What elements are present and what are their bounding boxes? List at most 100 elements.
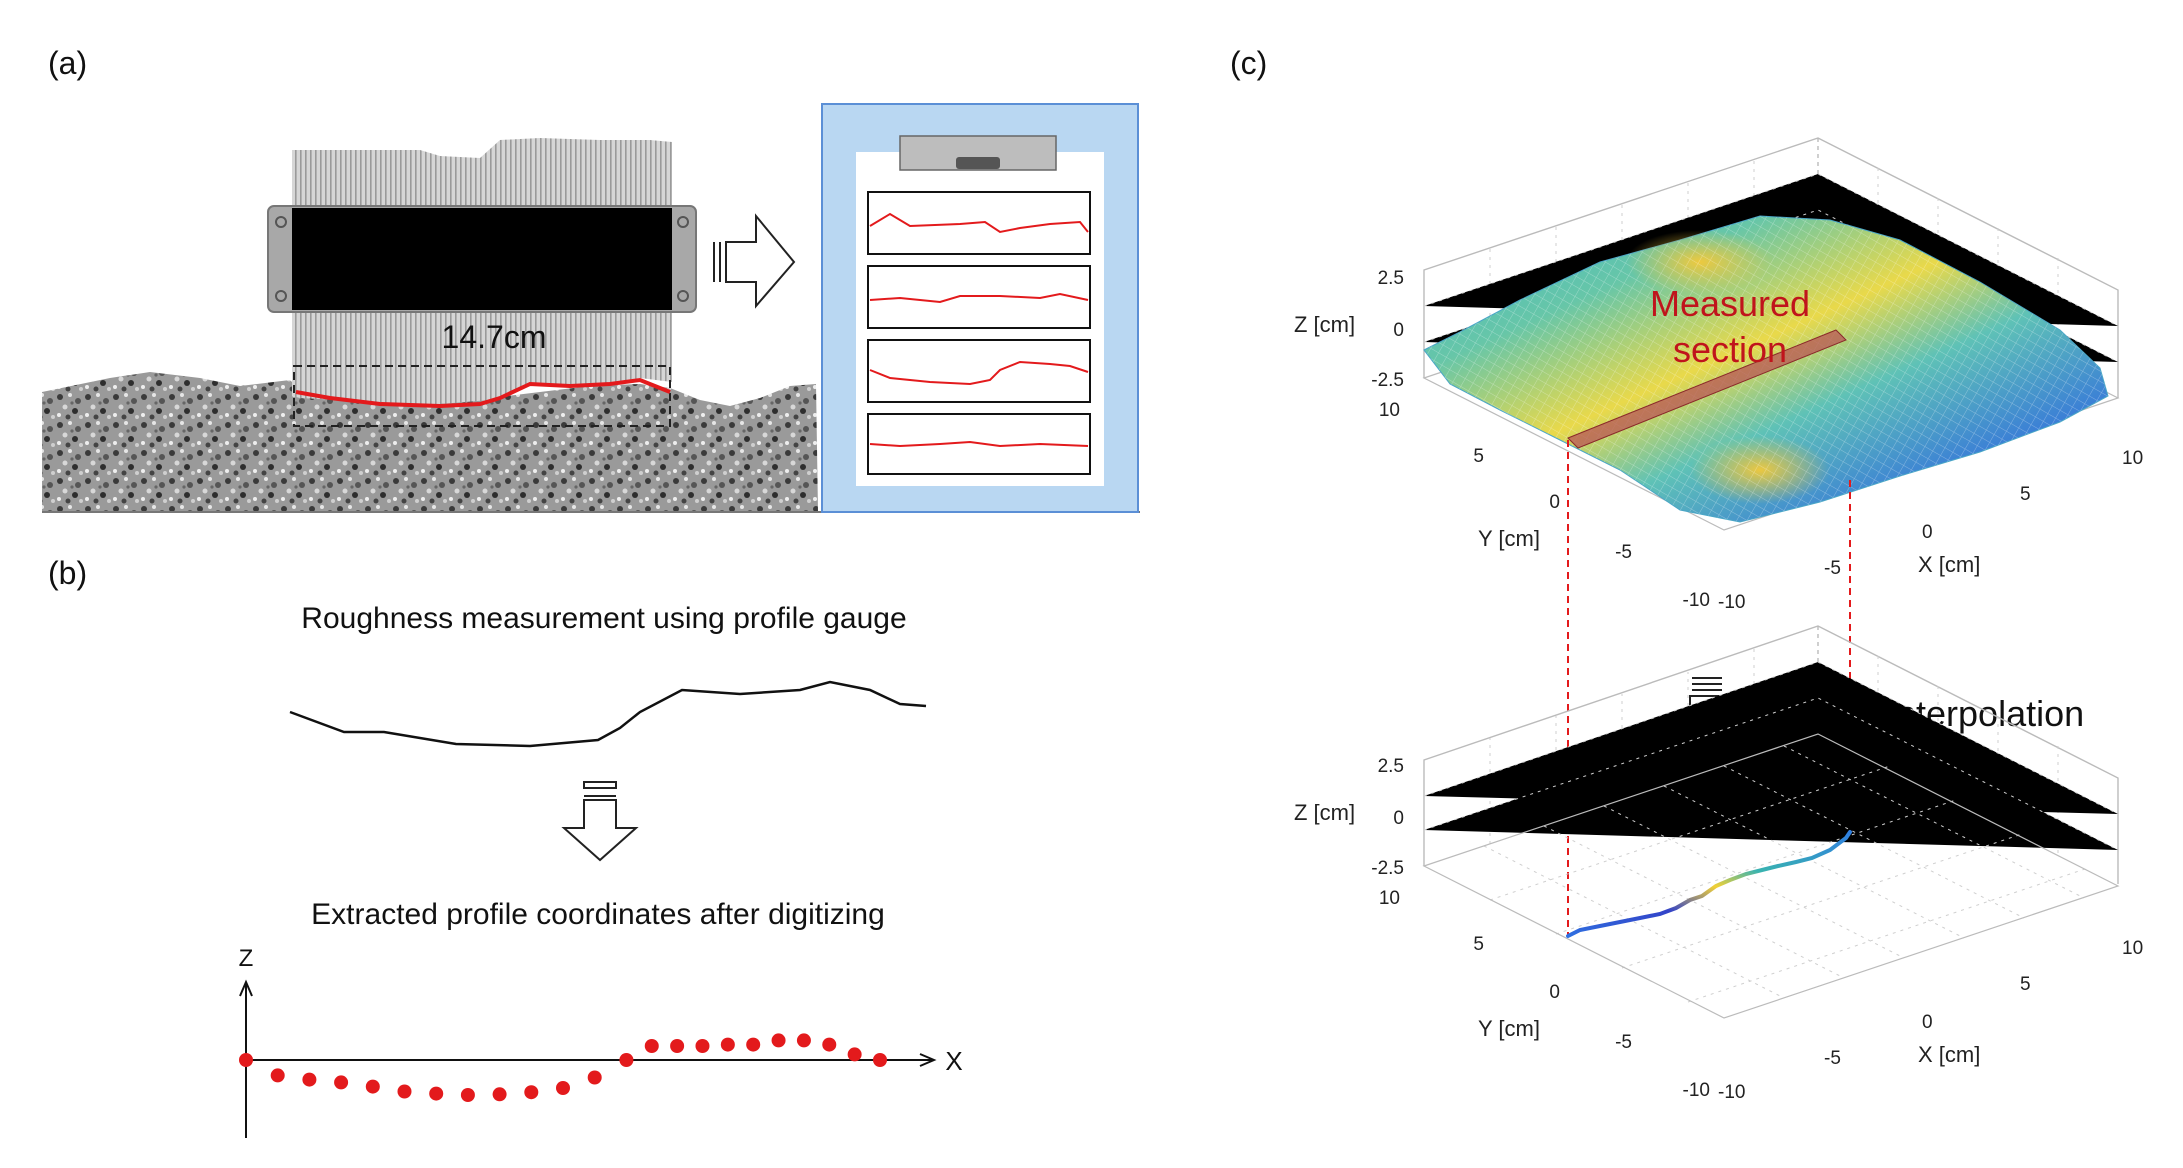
annotation-measured: Measured [1650, 283, 1810, 324]
lower-x-ticks: -10 -5 0 5 10 [1718, 938, 2143, 1103]
digitized-point [746, 1037, 761, 1052]
gauge-profile-line [289, 680, 927, 748]
digitized-point [397, 1084, 412, 1099]
panel-a: (a) 14.7cm [42, 45, 1140, 513]
lower-y-ticks: 10 5 0 -5 -10 [1379, 888, 1710, 1101]
y-tick-label: 0 [1549, 982, 1560, 1003]
digitized-point [239, 1053, 253, 1067]
profile-line-2 [869, 292, 1089, 304]
digitized-point [771, 1033, 786, 1048]
upper-z-axis-label: Z [cm] [1294, 312, 1355, 337]
digitized-point [365, 1079, 380, 1094]
upper-z-ticks: 2.5 0 -2.5 [1371, 268, 1404, 391]
digitized-point [619, 1053, 634, 1067]
z-tick-label: 2.5 [1378, 756, 1404, 777]
z-tick-label: -2.5 [1371, 370, 1404, 391]
y-tick-label: -5 [1615, 542, 1632, 563]
digitized-point [492, 1087, 507, 1102]
digitized-point [644, 1039, 659, 1053]
lower-z-axis-label: Z [cm] [1294, 800, 1355, 825]
z-tick-label: 2.5 [1378, 268, 1404, 289]
profile-card-3 [867, 339, 1091, 403]
y-tick-label: -10 [1683, 1080, 1710, 1101]
x-tick-label: 5 [2020, 974, 2031, 995]
upper-x-axis-label: X [cm] [1918, 552, 1980, 577]
screw-icon [677, 216, 689, 228]
recorded-profiles [867, 191, 1091, 475]
rock-surface [42, 372, 818, 512]
panel-a-label: (a) [48, 45, 87, 81]
profile-line-3 [869, 360, 1089, 386]
caption-profile-gauge: Roughness measurement using profile gaug… [301, 602, 906, 635]
y-tick-label: -10 [1683, 590, 1710, 611]
digitized-point [873, 1053, 887, 1067]
profile-line-1 [869, 212, 1089, 234]
digitized-point [587, 1070, 602, 1085]
measured-section-strip [1567, 329, 1847, 449]
x-tick-label: 10 [2122, 448, 2143, 469]
gauge-width-label: 14.7cm [442, 319, 547, 355]
clipboard-clip-button [956, 157, 1000, 169]
digitized-point [822, 1037, 837, 1052]
profile-trace [295, 377, 671, 409]
lower-z-ticks: 2.5 0 -2.5 [1371, 756, 1404, 879]
upper-x-ticks: -10 -5 0 5 10 [1718, 448, 2143, 613]
arrow-tail-lines [713, 242, 721, 282]
panel-c: (c) Measured section 2.5 [1230, 45, 2143, 1103]
measured-region-box [293, 365, 671, 427]
gauge-body [292, 208, 672, 310]
x-tick-label: 5 [2020, 484, 2031, 505]
z-axis-label: Z [239, 945, 254, 972]
lower-grid [1423, 648, 2119, 1003]
y-tick-label: 0 [1549, 492, 1560, 513]
x-tick-label: 0 [1922, 1012, 1933, 1033]
lower-y-axis-label: Y [cm] [1478, 1016, 1540, 1041]
upper-y-axis-label: Y [cm] [1478, 526, 1540, 551]
x-tick-label: 0 [1922, 522, 1933, 543]
digitized-point [334, 1075, 349, 1090]
x-tick-label: -10 [1718, 592, 1745, 613]
lower-x-axis-label: X [cm] [1918, 1042, 1980, 1067]
y-tick-label: 10 [1379, 888, 1400, 909]
digitized-points [239, 1033, 887, 1102]
caption-digitized: Extracted profile coordinates after digi… [311, 898, 885, 931]
screw-icon [275, 216, 287, 228]
arrow-down-icon [561, 781, 639, 862]
lower-plot: 2.5 0 -2.5 Z [cm] 10 5 0 -5 -10 Y [cm] -… [1294, 625, 2143, 1103]
y-tick-label: 5 [1473, 446, 1484, 467]
digitized-point [270, 1068, 285, 1083]
upper-y-ticks: 10 5 0 -5 -10 [1379, 400, 1710, 611]
arrow-right-icon [725, 213, 796, 309]
screw-icon [677, 290, 689, 302]
y-tick-label: 10 [1379, 400, 1400, 421]
digitized-point [847, 1047, 862, 1062]
x-tick-label: 10 [2122, 938, 2143, 959]
x-tick-label: -5 [1824, 558, 1841, 579]
y-tick-label: -5 [1615, 1032, 1632, 1053]
digitized-point [429, 1086, 444, 1101]
digitized-point [720, 1037, 735, 1052]
digitized-point [302, 1072, 317, 1087]
z-tick-label: 0 [1393, 808, 1404, 829]
z-axis-arrowhead [239, 979, 253, 997]
x-axis-label: X [945, 1046, 962, 1076]
digitized-point [796, 1033, 811, 1048]
annotation-section: section [1673, 329, 1787, 370]
panel-b-label: (b) [48, 555, 87, 591]
interpolated-profile-line [1566, 830, 1852, 938]
digitized-point [670, 1039, 685, 1053]
panel-b: (b) Roughness measurement using profile … [48, 555, 963, 1138]
lower-box-floor [1422, 733, 2120, 1019]
digitized-point [460, 1088, 475, 1102]
digitized-point [695, 1039, 710, 1053]
x-tick-label: -10 [1718, 1082, 1745, 1103]
profile-line-4 [869, 440, 1089, 448]
panel-c-label: (c) [1230, 45, 1267, 81]
z-tick-label: -2.5 [1371, 858, 1404, 879]
z-tick-label: 0 [1393, 320, 1404, 341]
digitized-point [524, 1085, 539, 1100]
screw-icon [275, 290, 287, 302]
y-tick-label: 5 [1473, 934, 1484, 955]
x-tick-label: -5 [1824, 1048, 1841, 1069]
